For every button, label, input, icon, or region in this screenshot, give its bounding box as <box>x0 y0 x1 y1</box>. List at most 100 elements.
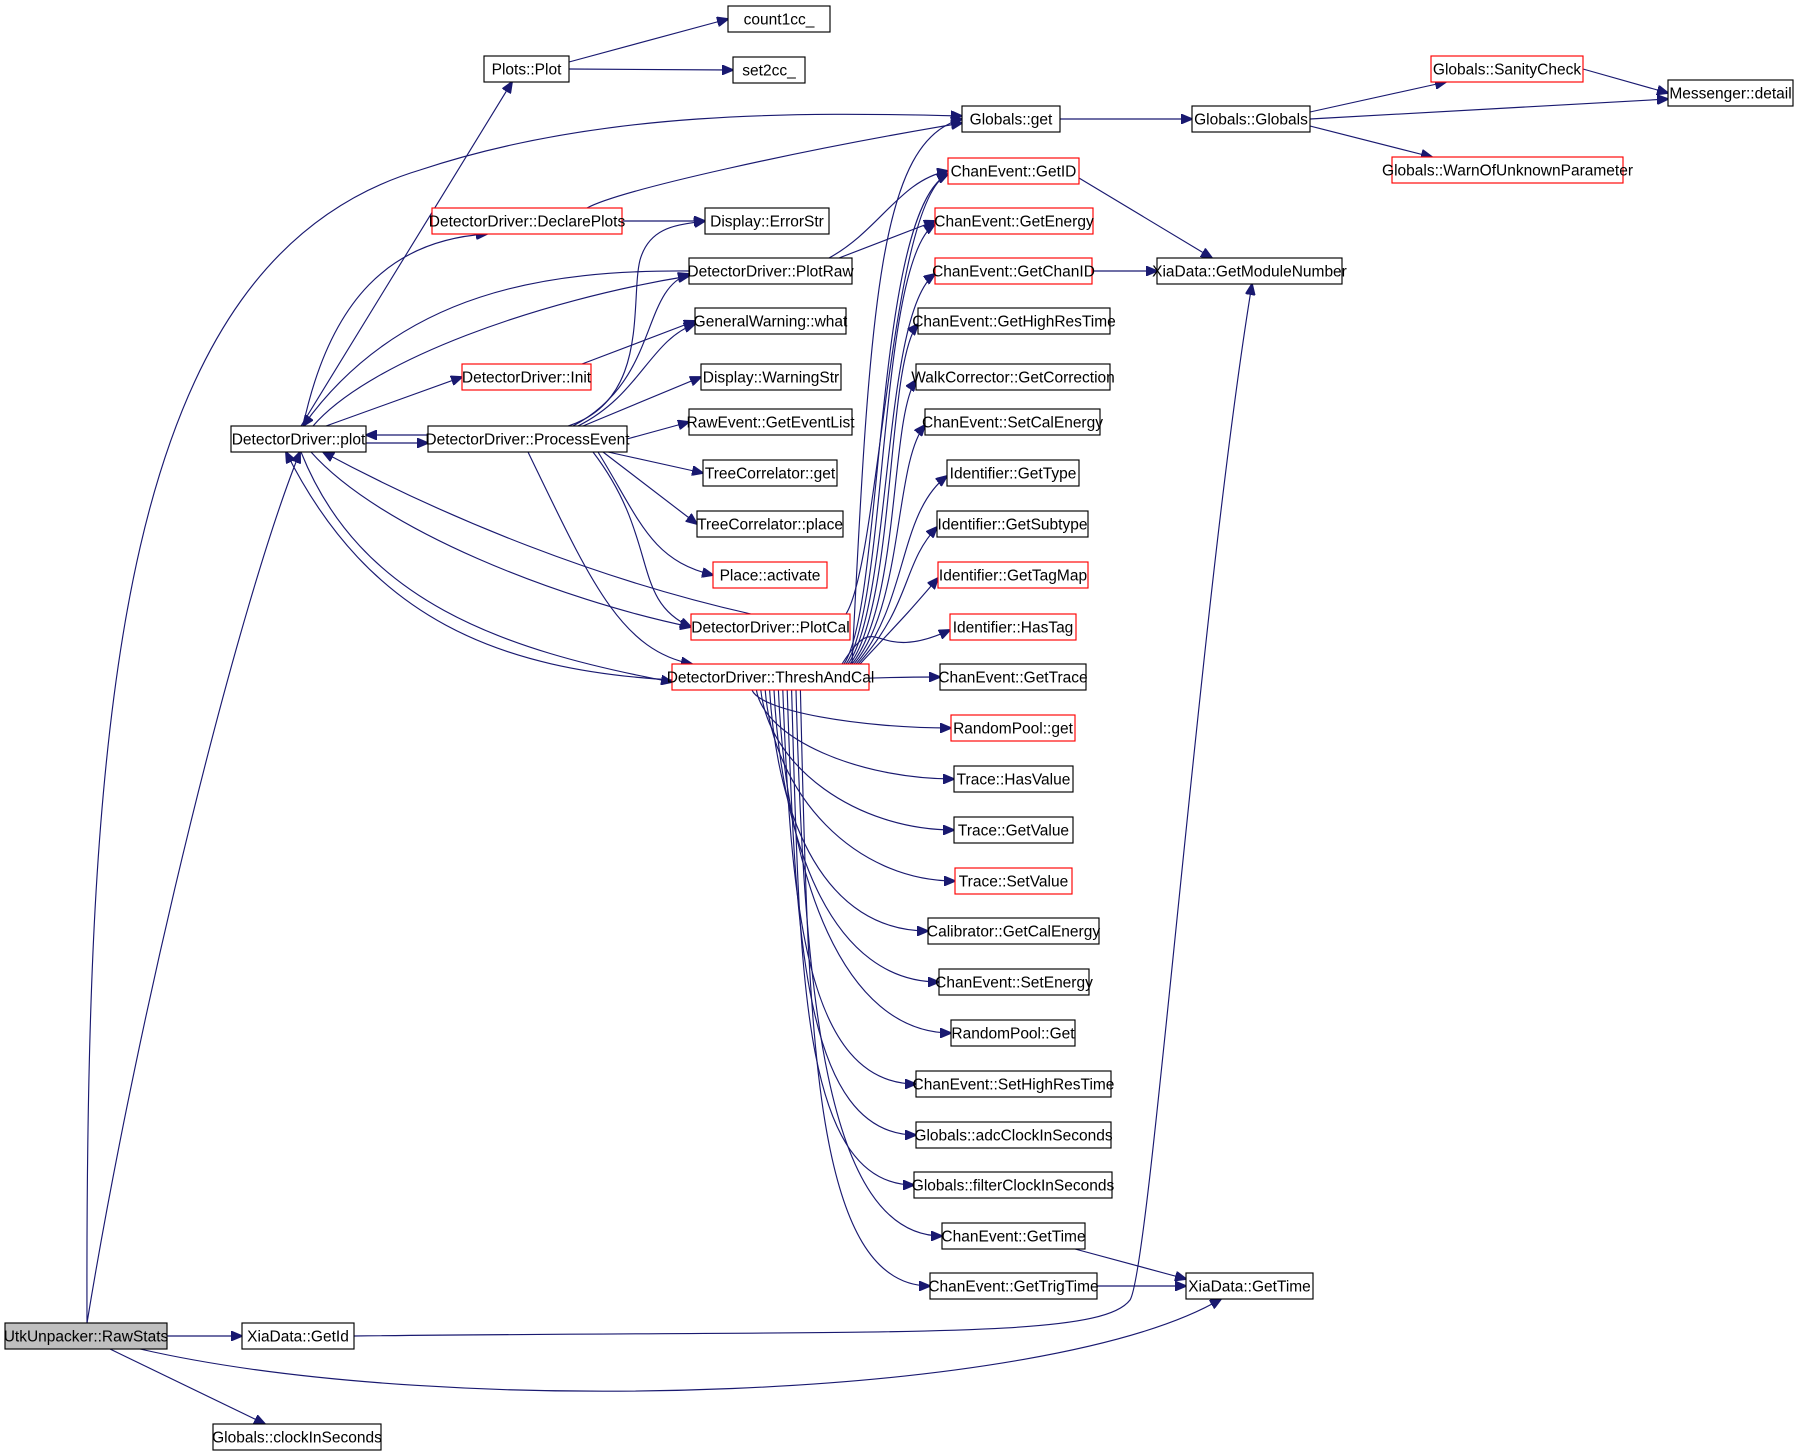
node-chan-gethighres[interactable]: ChanEvent::GetHighResTime <box>912 307 1116 335</box>
edge-processevent-to-tree_place <box>602 451 697 524</box>
node-place-activate[interactable]: Place::activate <box>712 561 828 589</box>
node-plotraw[interactable]: DetectorDriver::PlotRaw <box>687 257 854 285</box>
node-label: Globals::get <box>970 112 1053 129</box>
node-gw-what[interactable]: GeneralWarning::what <box>694 307 848 335</box>
node-box <box>946 459 1080 487</box>
node-errorstr[interactable]: Display::ErrorStr <box>704 207 830 235</box>
node-chan-gettime[interactable]: ChanEvent::GetTime <box>941 1222 1086 1250</box>
node-globals-get[interactable]: Globals::get <box>961 105 1061 133</box>
node-rawstats[interactable]: UtkUnpacker::RawStats <box>4 1322 169 1350</box>
node-id-gettype[interactable]: Identifier::GetType <box>946 459 1080 487</box>
node-g-clockinseconds[interactable]: Globals::clockInSeconds <box>212 1423 382 1451</box>
node-sanitycheck[interactable]: Globals::SanityCheck <box>1430 55 1584 83</box>
node-box <box>712 561 828 589</box>
node-tree-place[interactable]: TreeCorrelator::place <box>696 510 844 538</box>
edge-dd_init-to-gw_what <box>581 321 695 365</box>
node-warnunknown[interactable]: Globals::WarnOfUnknownParameter <box>1382 156 1633 184</box>
node-box <box>915 363 1111 391</box>
edge-dd_plot-to-plotcal <box>310 451 691 627</box>
node-plotcal[interactable]: DetectorDriver::PlotCal <box>690 613 851 641</box>
edge-globals_globals-to-warnunknown <box>1309 125 1432 157</box>
node-id-hastag[interactable]: Identifier::HasTag <box>949 613 1077 641</box>
node-box <box>431 207 623 235</box>
node-label: RandomPool::Get <box>951 1026 1075 1043</box>
node-label: Messenger::detail <box>1669 86 1791 103</box>
node-label: Place::activate <box>720 568 821 585</box>
node-label: ChanEvent::SetEnergy <box>935 975 1093 992</box>
edge-dd_plot-to-plots_plot <box>300 82 512 427</box>
node-dd-plot[interactable]: DetectorDriver::plot <box>230 425 367 453</box>
node-chan-getchanid[interactable]: ChanEvent::GetChanID <box>932 257 1095 285</box>
node-label: Identifier::GetType <box>950 466 1077 483</box>
node-trace-getvalue[interactable]: Trace::GetValue <box>953 816 1074 844</box>
node-xia-getid[interactable]: XiaData::GetId <box>241 1322 355 1350</box>
node-rp-Get[interactable]: RandomPool::Get <box>950 1019 1076 1047</box>
node-set2cc[interactable]: set2cc_ <box>732 56 806 84</box>
node-box <box>1391 156 1624 184</box>
edge-sanitycheck-to-messenger_detail <box>1582 68 1668 93</box>
node-label: Globals::WarnOfUnknownParameter <box>1382 163 1633 180</box>
node-label: Calibrator::GetCalEnergy <box>927 924 1100 941</box>
node-box <box>696 510 844 538</box>
edge-plots_plot-to-set2cc <box>568 69 733 70</box>
node-xia-getmodule[interactable]: XiaData::GetModuleNumber <box>1152 257 1347 285</box>
node-id-gettagmap[interactable]: Identifier::GetTagMap <box>937 561 1089 589</box>
node-count1cc[interactable]: count1cc_ <box>727 5 831 33</box>
node-warningstr[interactable]: Display::WarningStr <box>700 363 842 391</box>
node-box <box>690 613 851 641</box>
node-label: Globals::SanityCheck <box>1433 62 1581 79</box>
edge-globals_globals-to-messenger_detail <box>1309 99 1668 120</box>
node-box <box>953 816 1074 844</box>
node-globals-globals[interactable]: Globals::Globals <box>1191 105 1311 133</box>
node-box <box>929 1272 1098 1300</box>
node-box <box>427 425 628 453</box>
node-xia-gettime[interactable]: XiaData::GetTime <box>1185 1272 1314 1300</box>
node-label: RawEvent::GetEventList <box>687 415 856 432</box>
node-calib-getcal[interactable]: Calibrator::GetCalEnergy <box>927 917 1100 945</box>
node-g-adcclock[interactable]: Globals::adcClockInSeconds <box>914 1121 1113 1149</box>
node-chan-gettrace[interactable]: ChanEvent::GetTrace <box>938 663 1088 691</box>
node-walk-getcorr[interactable]: WalkCorrector::GetCorrection <box>911 363 1115 391</box>
node-rp-get[interactable]: RandomPool::get <box>950 714 1076 742</box>
node-box <box>241 1322 355 1350</box>
node-processevent[interactable]: DetectorDriver::ProcessEvent <box>425 425 630 453</box>
edge-threshcal-to-chan_getid <box>843 174 948 665</box>
edge-dd_plot-to-declareplots <box>302 234 487 427</box>
node-label: XiaData::GetModuleNumber <box>1152 264 1347 281</box>
node-chan-gettrigtime[interactable]: ChanEvent::GetTrigTime <box>928 1272 1099 1300</box>
node-dd-init[interactable]: DetectorDriver::Init <box>461 363 592 391</box>
node-box <box>938 968 1090 996</box>
node-box <box>915 1070 1112 1098</box>
edge-threshcal-to-rp_Get <box>777 689 951 1033</box>
edge-threshcal-to-chan_getchanid <box>847 274 935 665</box>
node-label: ChanEvent::GetTrigTime <box>928 1279 1098 1296</box>
node-plots-plot[interactable]: Plots::Plot <box>483 55 570 83</box>
node-chan-setenergy[interactable]: ChanEvent::SetEnergy <box>935 968 1093 996</box>
node-trace-hasvalue[interactable]: Trace::HasValue <box>953 765 1074 793</box>
node-label: count1cc_ <box>744 12 815 29</box>
edge-threshcal-to-id_gettype <box>855 476 947 665</box>
node-box <box>732 56 806 84</box>
node-tree-get[interactable]: TreeCorrelator::get <box>702 459 838 487</box>
edge-plotraw-to-chan_getid <box>828 171 948 259</box>
node-declareplots[interactable]: DetectorDriver::DeclarePlots <box>429 207 626 235</box>
node-chan-getenergy[interactable]: ChanEvent::GetEnergy <box>934 207 1094 235</box>
node-raw-geteventlist[interactable]: RawEvent::GetEventList <box>687 408 856 436</box>
edge-dd_plot-to-threshcal <box>300 451 672 682</box>
node-label: ChanEvent::SetCalEnergy <box>922 415 1103 432</box>
node-threshcal[interactable]: DetectorDriver::ThreshAndCal <box>667 663 875 691</box>
node-chan-setcalenergy[interactable]: ChanEvent::SetCalEnergy <box>922 408 1103 436</box>
node-id-getsubtype[interactable]: Identifier::GetSubtype <box>936 510 1089 538</box>
node-chan-sethighres[interactable]: ChanEvent::SetHighResTime <box>913 1070 1115 1098</box>
node-g-filterclock[interactable]: Globals::filterClockInSeconds <box>912 1171 1115 1199</box>
edge-threshcal-to-chan_gettrigtime <box>799 689 930 1286</box>
node-box <box>694 307 847 335</box>
node-chan-getid[interactable]: ChanEvent::GetID <box>947 157 1080 185</box>
node-label: TreeCorrelator::get <box>705 466 836 483</box>
node-trace-setvalue[interactable]: Trace::SetValue <box>954 867 1073 895</box>
node-box <box>913 1171 1113 1199</box>
node-messenger-detail[interactable]: Messenger::detail <box>1667 79 1794 107</box>
node-label: DetectorDriver::DeclarePlots <box>429 214 626 231</box>
edge-processevent-to-gw_what <box>577 324 695 427</box>
